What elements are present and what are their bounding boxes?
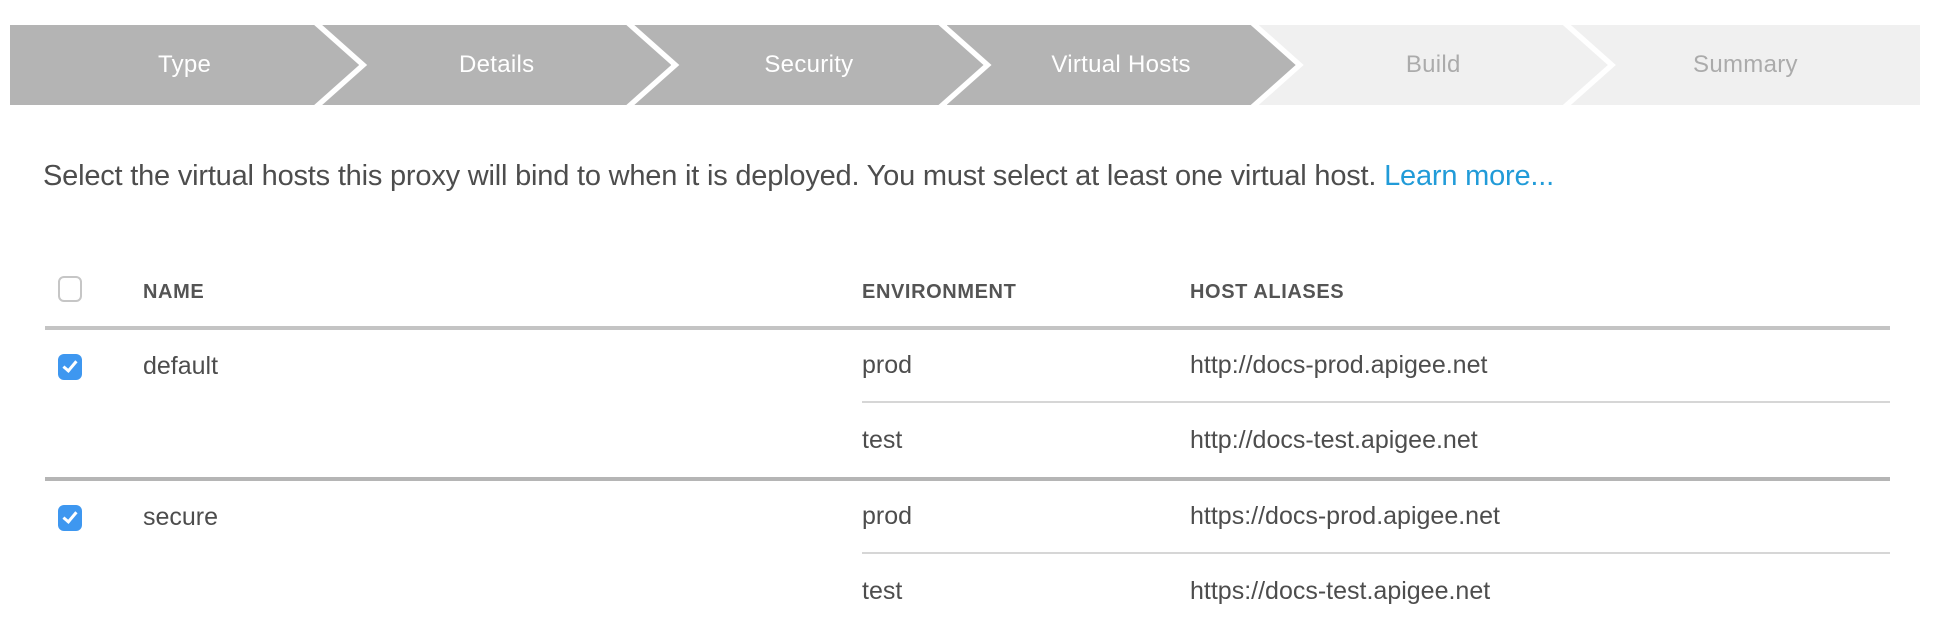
subrow: prod https://docs-prod.apigee.net xyxy=(862,481,1890,554)
row-default-checkbox[interactable] xyxy=(58,353,82,380)
step-security[interactable]: Security xyxy=(634,25,983,105)
env-cell: test xyxy=(862,425,903,454)
step-details-label: Details xyxy=(459,51,535,78)
table-row-secure: secure prod https://docs-prod.apigee.net… xyxy=(45,481,1890,628)
alias-cell: http://docs-prod.apigee.net xyxy=(1190,351,1488,379)
column-header-name: NAME xyxy=(143,280,205,303)
row-secure-environments: prod https://docs-prod.apigee.net test h… xyxy=(862,481,1890,628)
row-secure-checkbox[interactable] xyxy=(58,504,82,531)
table-header-row: NAME ENVIRONMENT HOST ALIASES xyxy=(45,258,1890,330)
alias-cell: https://docs-prod.apigee.net xyxy=(1190,502,1500,530)
step-build-label: Build xyxy=(1405,51,1461,78)
step-summary-label: Summary xyxy=(1693,51,1798,78)
step-summary: Summary xyxy=(1570,25,1921,105)
row-default-name: default xyxy=(143,352,219,380)
instruction-sentence: Select the virtual hosts this proxy will… xyxy=(43,160,1377,192)
row-default-checkbox-cell xyxy=(45,353,143,380)
subrow: test https://docs-test.apigee.net xyxy=(862,554,1890,628)
subrow: test http://docs-test.apigee.net xyxy=(862,403,1890,477)
row-secure-left: secure xyxy=(45,481,862,554)
learn-more-link[interactable]: Learn more... xyxy=(1384,160,1554,192)
check-icon xyxy=(62,357,78,373)
alias-cell: https://docs-test.apigee.net xyxy=(1190,576,1491,605)
step-details[interactable]: Details xyxy=(322,25,671,105)
step-type[interactable]: Type xyxy=(10,25,359,105)
select-all-checkbox[interactable] xyxy=(58,276,82,302)
env-cell: test xyxy=(862,576,903,605)
column-header-host-aliases: HOST ALIASES xyxy=(1190,280,1345,303)
row-secure-checkbox-cell xyxy=(45,504,143,531)
env-cell: prod xyxy=(862,502,913,530)
step-virtual-hosts-label: Virtual Hosts xyxy=(1051,51,1191,78)
step-security-label: Security xyxy=(764,51,854,78)
step-build: Build xyxy=(1259,25,1608,105)
row-default-left: default xyxy=(45,330,862,403)
select-all-cell xyxy=(45,276,143,308)
row-default-environments: prod http://docs-prod.apigee.net test ht… xyxy=(862,330,1890,477)
column-header-environment: ENVIRONMENT xyxy=(862,280,1017,303)
alias-cell: http://docs-test.apigee.net xyxy=(1190,425,1478,454)
step-virtual-hosts[interactable]: Virtual Hosts xyxy=(947,25,1296,105)
step-type-label: Type xyxy=(157,51,212,78)
virtual-hosts-table: NAME ENVIRONMENT HOST ALIASES default pr… xyxy=(45,258,1890,628)
check-icon xyxy=(62,508,78,524)
row-secure-name: secure xyxy=(143,503,219,531)
table-row-default: default prod http://docs-prod.apigee.net… xyxy=(45,330,1890,481)
subrow: prod http://docs-prod.apigee.net xyxy=(862,330,1890,403)
wizard-stepper: Type Details Security Virtual Hosts Buil… xyxy=(10,25,1921,105)
env-cell: prod xyxy=(862,351,913,379)
instruction-text: Select the virtual hosts this proxy will… xyxy=(43,160,1554,193)
